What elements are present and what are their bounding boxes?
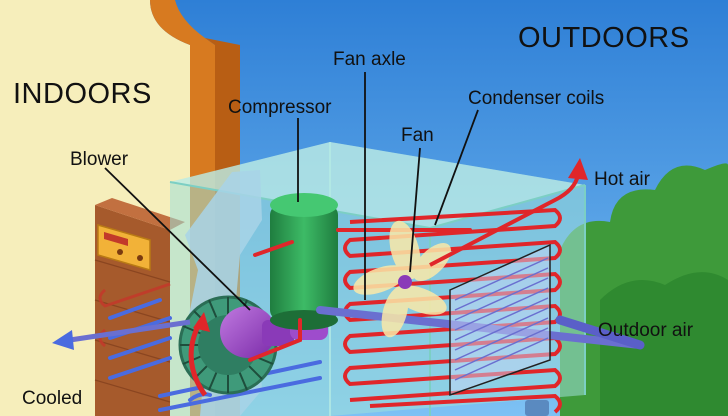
trees <box>560 163 728 416</box>
condenser-coils-label: Condenser coils <box>468 88 605 109</box>
outdoors-label: OUTDOORS <box>518 22 690 54</box>
hot-air-arrow <box>429 158 588 267</box>
compressor <box>270 193 338 330</box>
thermostat-panel <box>97 224 151 271</box>
bottom-pipes <box>369 393 562 414</box>
cooled-air-arrow <box>52 319 191 350</box>
outdoor-air-arrow <box>555 315 645 350</box>
compressor-label: Compressor <box>228 97 332 118</box>
fan-axle-label: Fan axle <box>333 49 406 70</box>
outdoor-air-label: Outdoor air <box>598 320 694 341</box>
fan-hub <box>398 275 412 289</box>
callout-lines <box>104 72 479 311</box>
hot-air-label: Hot air <box>594 169 650 190</box>
blower-airflow-arrow <box>188 320 208 397</box>
fan-label: Fan <box>401 125 434 146</box>
blower-label: Blower <box>70 149 129 170</box>
cooled-label: Cooled <box>22 388 83 409</box>
evaporator-coils <box>108 298 322 412</box>
indoors-label: INDOORS <box>13 78 152 110</box>
drain-fitting <box>525 400 549 416</box>
grille <box>449 243 551 397</box>
